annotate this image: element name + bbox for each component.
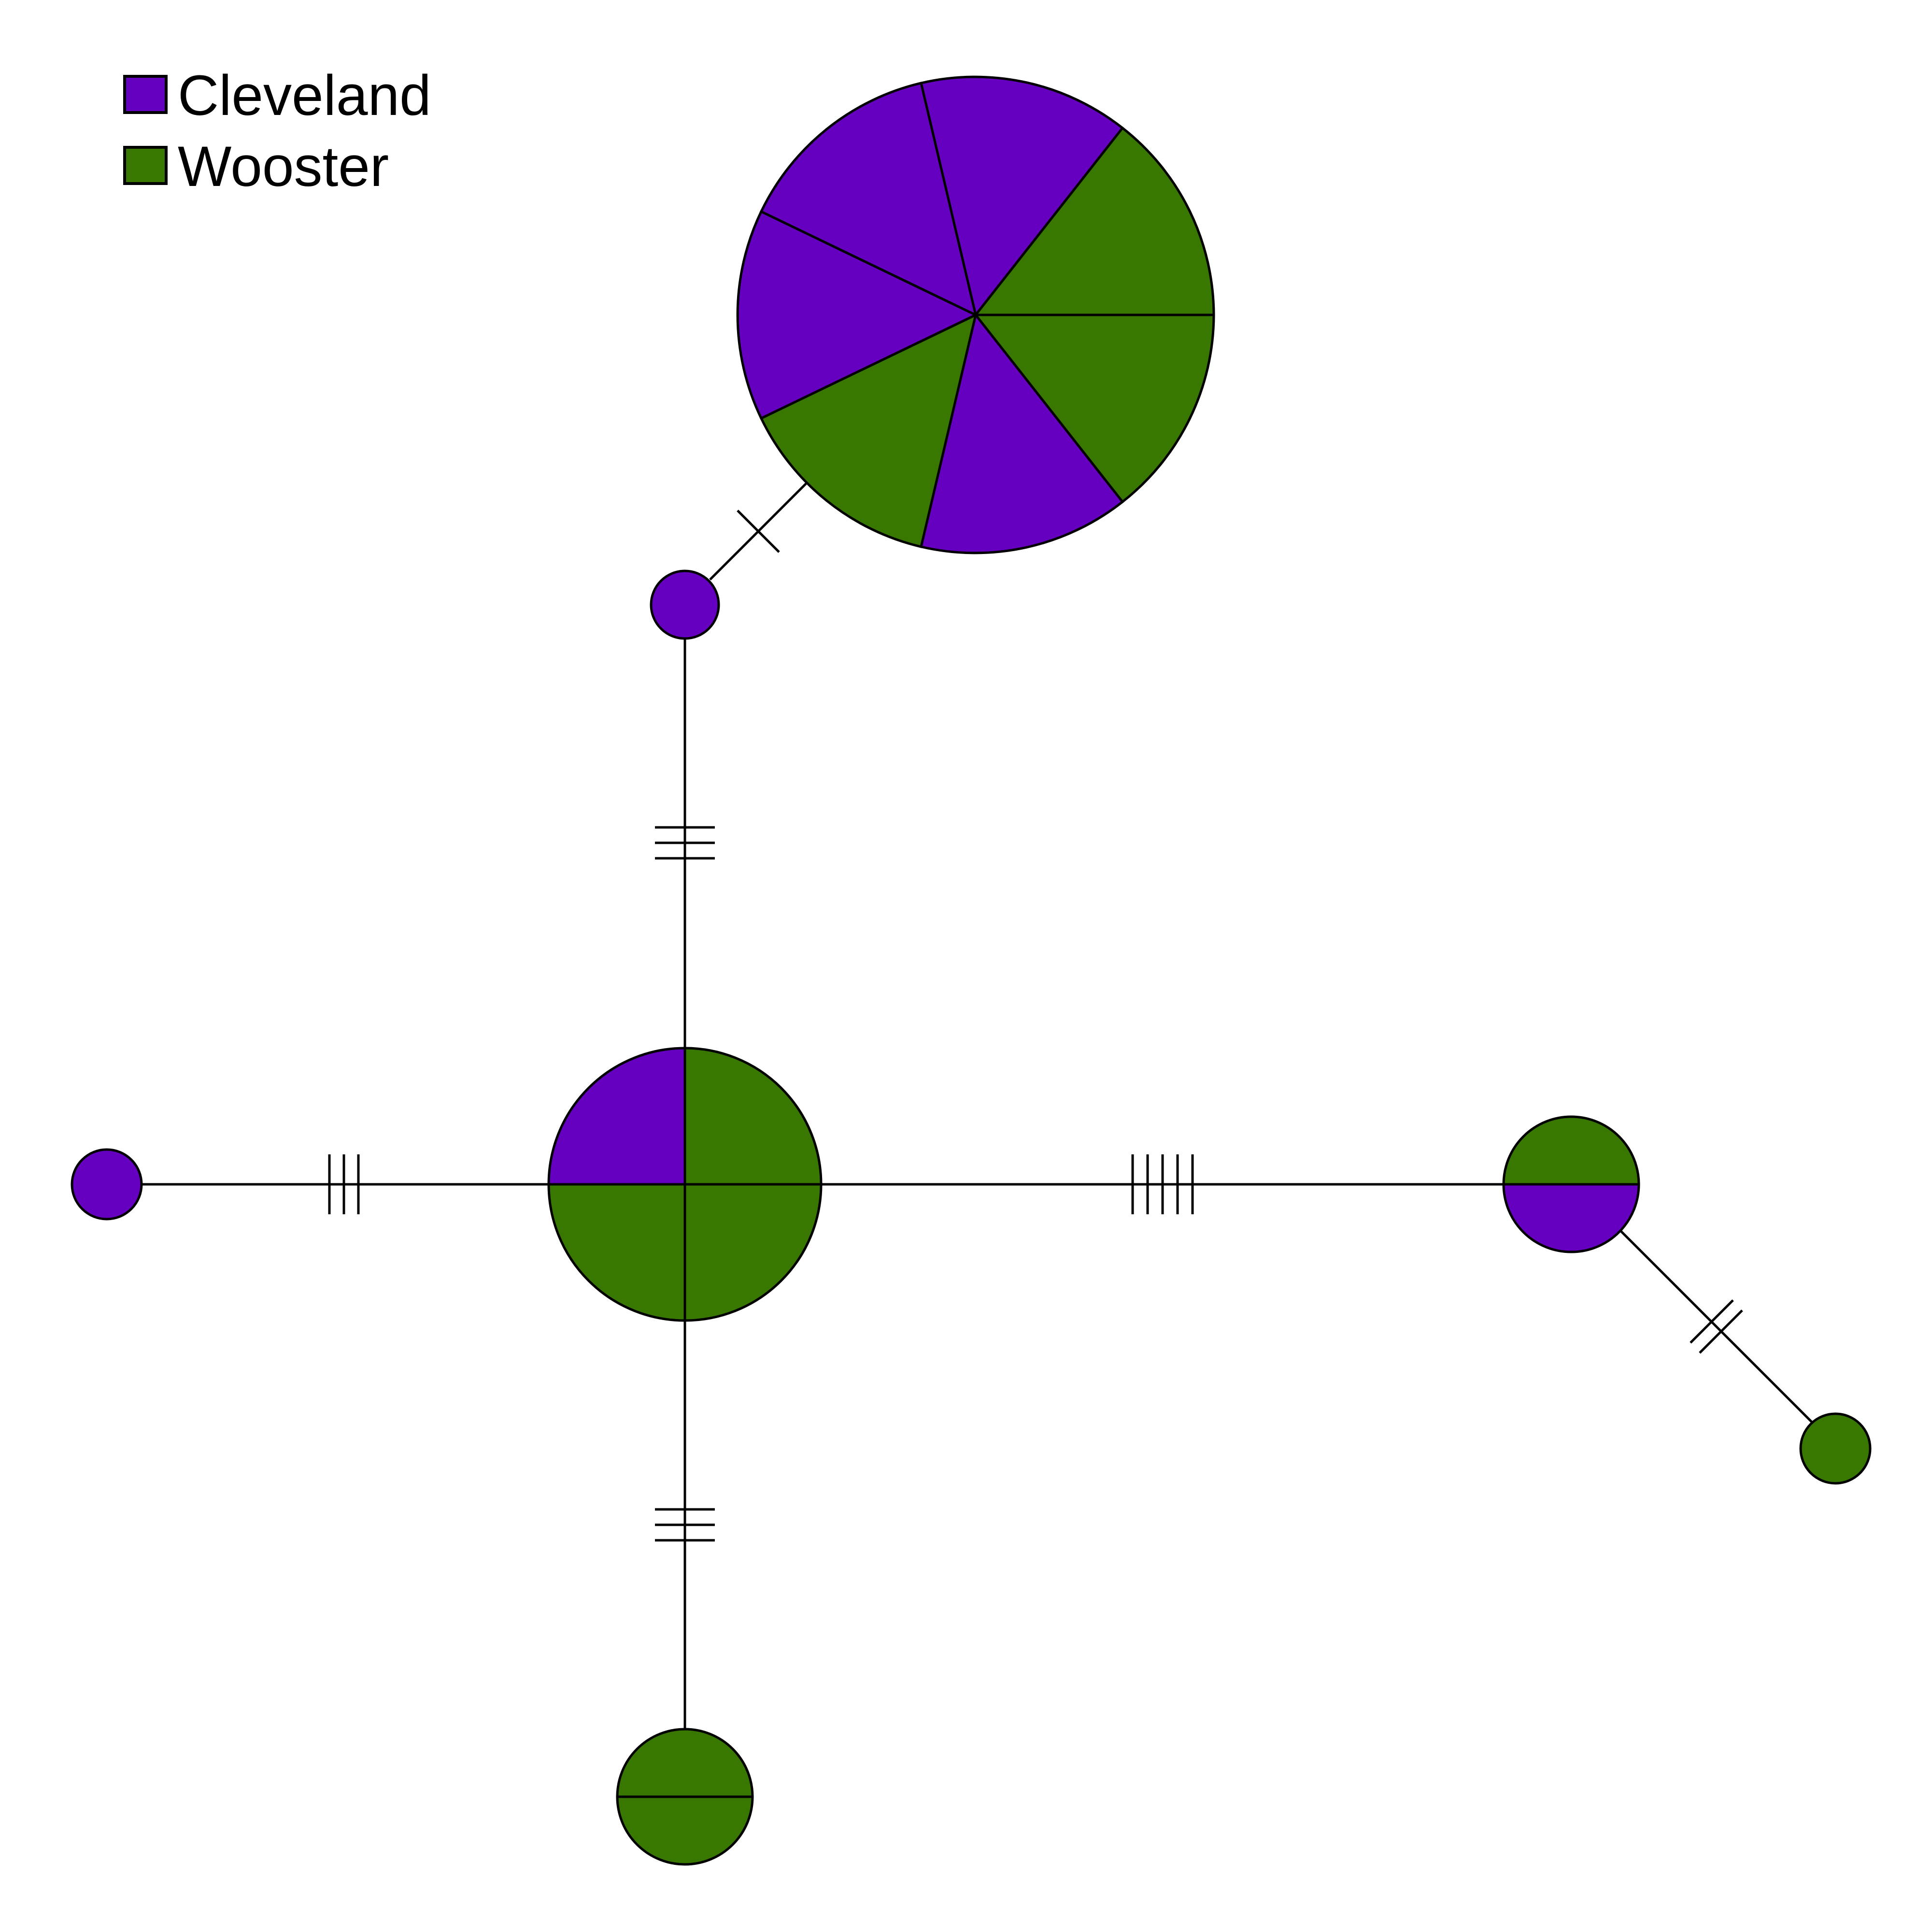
legend-swatch-cleveland: [123, 75, 168, 114]
node-sector-wooster: [1502, 1115, 1640, 1186]
node-sector-cleveland: [547, 1047, 686, 1186]
haplotype-node-top: [736, 75, 1215, 554]
legend-item-cleveland: Cleveland: [123, 64, 431, 128]
node-sector-wooster: [547, 1183, 686, 1322]
node-sector-cleveland: [650, 569, 720, 640]
nodes: [71, 75, 1872, 1866]
node-sector-wooster: [683, 1183, 823, 1322]
legend-label-wooster: Wooster: [178, 135, 389, 199]
mutation-tick: [1690, 1299, 1734, 1344]
node-sector-wooster: [1799, 1412, 1872, 1485]
mutation-ticks: [328, 510, 1743, 1542]
legend-item-wooster: Wooster: [123, 135, 389, 199]
node-sector-wooster: [759, 313, 978, 549]
haplotype-node-far-right: [1799, 1412, 1872, 1485]
mutation-ticks-5-right: [1131, 1154, 1194, 1214]
mutation-ticks-2-diagonal: [1690, 1299, 1743, 1354]
edge-right-to-far-right: [1619, 1230, 1813, 1423]
node-sector-wooster: [973, 313, 1215, 504]
haplotype-node-left: [71, 1148, 143, 1221]
node-sector-cleveland: [919, 75, 1124, 318]
node-sector-wooster: [683, 1047, 823, 1186]
legend-label-cleveland: Cleveland: [178, 64, 431, 128]
mutation-ticks-1: [737, 510, 780, 553]
mutation-ticks-3-lower: [655, 1508, 715, 1542]
node-sector-wooster: [616, 1795, 754, 1866]
haplotype-node-center: [547, 1047, 823, 1322]
node-sector-cleveland: [71, 1148, 143, 1221]
legend: Cleveland Wooster: [123, 64, 431, 199]
mutation-ticks-3-upper: [655, 826, 715, 860]
node-sector-cleveland: [759, 81, 978, 317]
haplotype-node-upper-small: [650, 569, 720, 640]
node-sector-cleveland: [919, 312, 1124, 554]
mutation-ticks-3-left: [328, 1154, 360, 1214]
mutation-tick: [1699, 1309, 1743, 1354]
node-sector-wooster: [973, 126, 1215, 316]
haplotype-node-right: [1502, 1115, 1640, 1253]
edges: [142, 482, 1813, 1729]
legend-swatch-wooster: [123, 146, 168, 185]
node-sector-wooster: [616, 1728, 754, 1798]
node-sector-cleveland: [736, 210, 979, 420]
haplotype-node-bottom: [616, 1728, 754, 1866]
mutation-tick: [737, 510, 780, 553]
node-sector-cleveland: [1502, 1183, 1640, 1253]
